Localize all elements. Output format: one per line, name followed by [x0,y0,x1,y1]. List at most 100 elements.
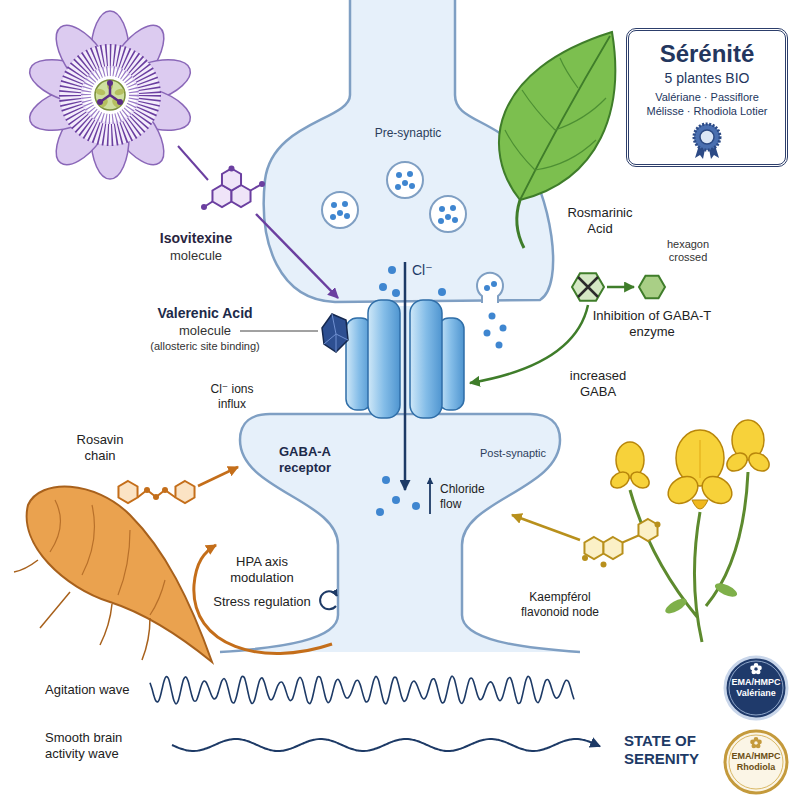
badge-text: Rhodiola [737,762,776,773]
vesicle [450,205,456,211]
region-label: Pre-synaptic [375,126,442,141]
kaempferol-molecule [584,537,603,559]
birdsfoot-trefoil [608,469,632,492]
birdsfoot-trefoil [692,500,708,509]
wave-label: Smooth brain activity wave [45,730,165,762]
vesicle [430,196,466,232]
molecule-name: Rosavin chain [65,432,135,464]
vesicle [342,201,348,207]
action-arrows [256,214,338,298]
chloride-ions [404,262,407,490]
rosavin-molecule [118,481,194,503]
gaba-dots [484,313,507,349]
rosavin-molecule [118,481,137,503]
birdsfoot-trefoil [628,469,652,492]
vesicle [396,172,402,178]
product-title: Sérénité [660,39,755,68]
chloride-ions [429,478,431,514]
award-rosette [694,124,720,150]
gaba-dots [484,330,491,337]
plant-list: Valériane · Passiflore Mélisse · Rhodiol… [641,91,773,118]
mechanism-note: increased GABA [558,368,638,400]
vesicle [322,192,358,228]
isovitexine-molecule [178,146,208,180]
region-label: Post-synaptic [480,447,546,460]
action-arrows [320,591,337,609]
vesicle [409,183,415,189]
chloride-ions [388,266,396,274]
birdsfoot-trefoil [713,580,739,599]
vesicle [407,171,413,177]
product-subtitle: 5 plantes BIO [665,70,750,87]
molecule-name: Valerenic Acid [157,305,252,322]
molecule-name: Kaempférol flavonoid node [513,590,608,619]
kaempferol-molecule [603,537,622,559]
pre-synaptic-terminal [484,285,490,291]
chloride-ions [382,476,390,484]
badge-circle [729,661,783,715]
vesicle [438,218,444,224]
badge-circle [725,731,787,793]
isovitexine-molecule [229,166,235,172]
action-arrows [607,286,634,289]
kaempferol-molecule [655,522,661,528]
kaempferol-molecule [623,536,639,543]
outcome-label: STATE OF SERENITY [624,732,714,769]
action-arrows [198,467,238,486]
badge-circle [754,667,757,670]
ion-flow-label: Chloride flow [440,482,500,511]
vesicle [439,206,445,212]
valerenic-crystal [240,331,318,332]
kaempferol-molecule [582,555,588,561]
vesicle [402,180,408,186]
vesicle [322,192,358,228]
award-rosette [700,130,714,144]
badge-circle [754,741,757,744]
passionflower [24,11,196,179]
gaba-t-hexagon [639,276,665,299]
chloride-ions [392,289,400,297]
vesicle [344,213,350,219]
lemon-balm-leaf [517,200,524,248]
vesicle [330,214,336,220]
passionflower [107,80,113,86]
chloride-ions [376,508,384,516]
vesicle [331,202,337,208]
action-arrows [194,214,634,654]
isovitexine-molecule [201,204,207,210]
rosmarinic-hexagon [578,277,598,297]
passionflower [95,88,106,97]
binding-note: (allosteric site binding) [150,340,259,353]
pre-synaptic-terminal [477,273,503,303]
rhodiola-root [27,487,212,662]
chloride-ions [376,262,446,516]
chloride-ions [392,496,400,504]
passionflower [70,55,150,135]
vesicle [445,214,451,220]
receptor-label: GABA-A receptor [265,444,345,476]
agitation-wave-line [150,676,574,704]
chloride-ions [438,288,446,296]
wave-label: Agitation wave [45,682,130,698]
gaba-a-receptor [410,300,442,418]
vesicle [430,196,466,232]
generated-graphics [118,146,665,751]
symbol-note: hexagon crossed [656,238,720,265]
rosavin-molecule [153,494,159,500]
birdsfoot-trefoil [700,440,701,478]
gaba-dots [500,325,507,332]
ion-flow-label: Cl⁻ ions influx [202,382,262,411]
badge-circle [729,735,783,789]
badge-circle [750,665,755,670]
gaba-dots [489,313,496,320]
badge-text: EMA/HMPC [732,751,781,762]
vesicle [452,217,458,223]
passionflower [114,88,125,97]
lemon-balm-leaf [499,32,615,200]
vesicle [387,162,423,198]
gaba-t-hexagon [639,276,665,299]
rosavin-molecule [175,481,194,503]
valerenic-crystal [324,314,348,352]
passionflower [117,99,123,105]
